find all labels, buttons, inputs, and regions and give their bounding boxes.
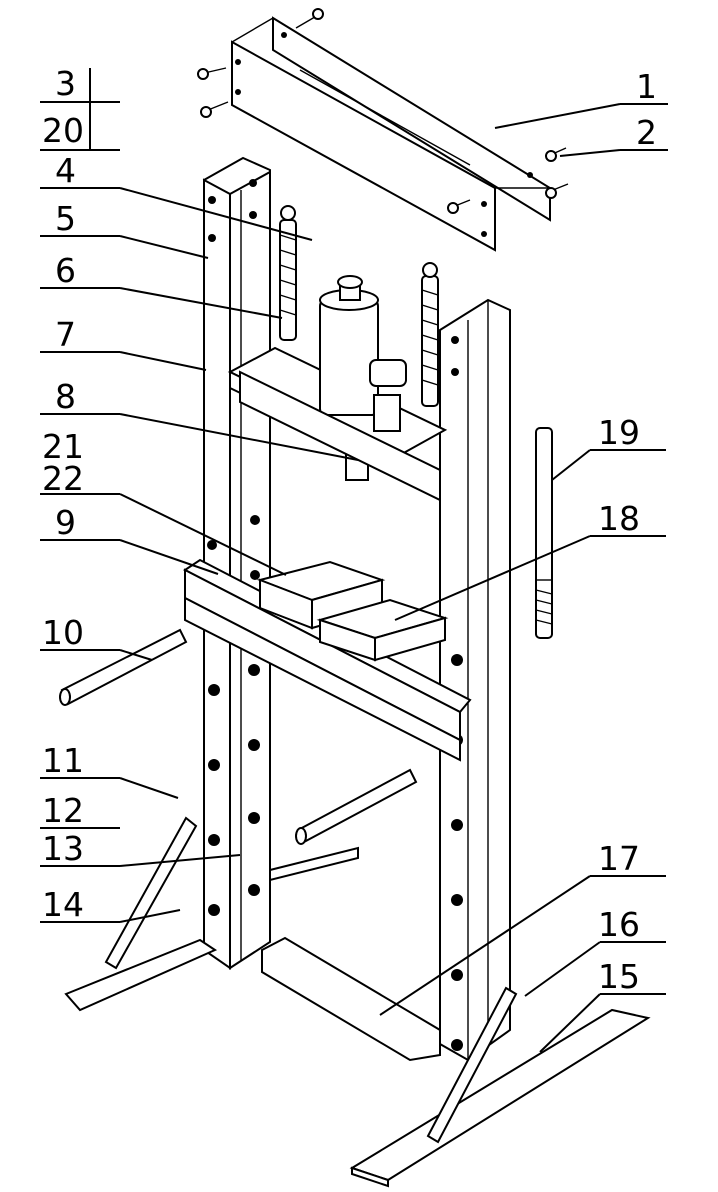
right-foot <box>349 986 651 1188</box>
callout-14: 14 <box>42 885 84 924</box>
lower-bracket <box>261 846 441 1062</box>
callout-12: 12 <box>42 791 84 830</box>
callout-20: 20 <box>42 111 84 150</box>
pump-handle <box>535 427 553 639</box>
callout-17: 17 <box>598 839 640 878</box>
callout-16: 16 <box>598 905 640 944</box>
callout-1: 1 <box>636 67 657 106</box>
return-springs <box>279 205 439 407</box>
callout-7: 7 <box>55 315 76 354</box>
top-plate-assembly <box>197 8 569 252</box>
callout-11: 11 <box>42 741 84 780</box>
callout-6: 6 <box>55 251 76 290</box>
callout-2: 2 <box>636 113 657 152</box>
callout-19: 19 <box>598 413 640 452</box>
callout-9: 9 <box>55 503 76 542</box>
callout-13: 13 <box>42 829 84 868</box>
hydraulic-jack <box>227 275 448 502</box>
callout-5: 5 <box>55 199 76 238</box>
callout-10: 10 <box>42 613 84 652</box>
callout-4: 4 <box>55 151 76 190</box>
right-upright <box>439 298 511 1062</box>
callout-3: 3 <box>55 64 76 103</box>
callout-8: 8 <box>55 377 76 416</box>
callout-22: 22 <box>42 459 84 498</box>
callout-18: 18 <box>598 499 640 538</box>
left-foot <box>64 816 218 1012</box>
callout-21: 21 <box>42 427 84 466</box>
leader-lines <box>40 68 668 1053</box>
callout-15: 15 <box>598 957 640 996</box>
support-pins <box>59 628 418 845</box>
work-table <box>183 558 472 762</box>
